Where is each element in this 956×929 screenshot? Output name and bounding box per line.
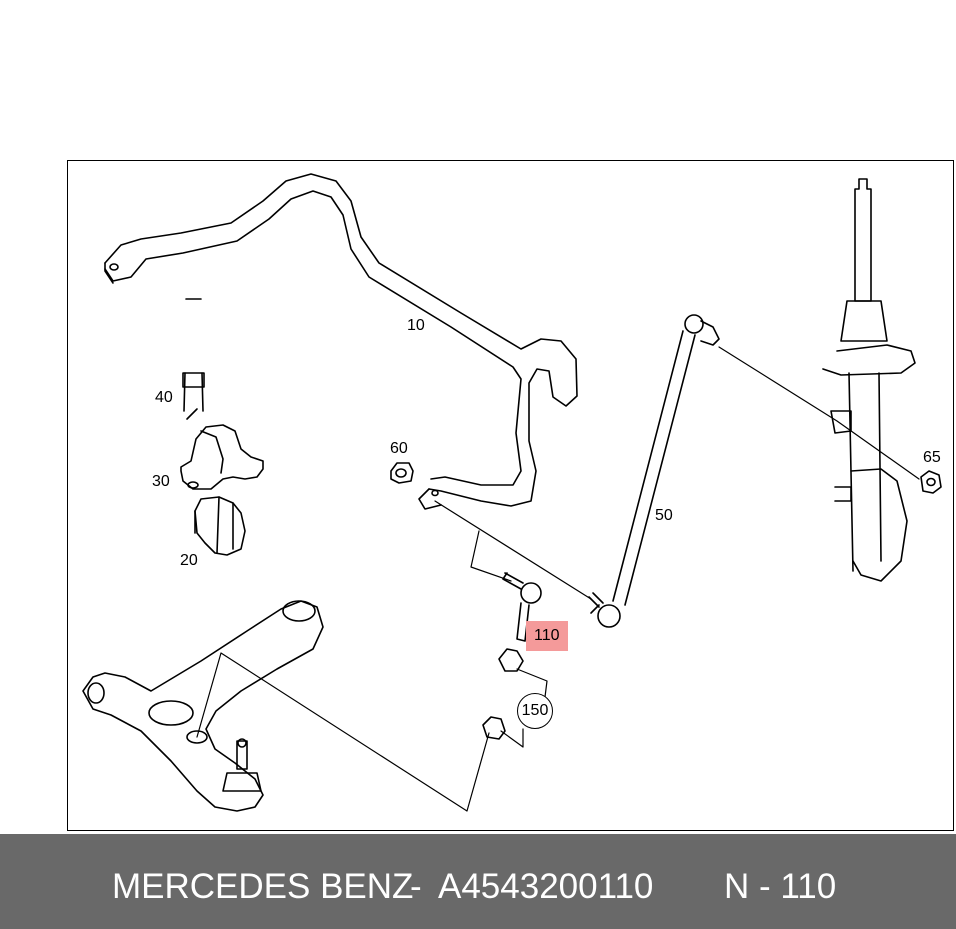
label-part-40: 40 bbox=[155, 389, 173, 406]
leader-lines bbox=[196, 346, 920, 812]
label-part-30: 30 bbox=[152, 473, 170, 490]
stabilizer-bar bbox=[104, 173, 578, 510]
label-part-20: 20 bbox=[180, 552, 198, 569]
part-number: A4543200110 bbox=[438, 867, 654, 906]
shock-absorber bbox=[822, 178, 916, 582]
bushing-150-lower bbox=[482, 716, 506, 740]
parts-diagram bbox=[82, 173, 942, 812]
link-rod bbox=[588, 314, 720, 628]
nut-60 bbox=[390, 462, 414, 484]
label-part-65: 65 bbox=[923, 449, 941, 466]
rubber-bushing bbox=[194, 496, 246, 556]
position-reference: N - 110 bbox=[724, 867, 837, 906]
label-part-50: 50 bbox=[655, 507, 673, 524]
parts-diagram-frame: 10 40 30 20 60 50 65 110 150 bbox=[67, 160, 954, 831]
label-part-60: 60 bbox=[390, 440, 408, 457]
mount-bracket bbox=[180, 298, 264, 490]
part-info-footer: MERCEDES BENZ - A4543200110 N - 110 bbox=[0, 834, 956, 929]
brand-name: MERCEDES BENZ bbox=[112, 867, 414, 906]
control-arm bbox=[82, 600, 324, 812]
label-part-150-text: 150 bbox=[521, 702, 549, 719]
footer-separator: - bbox=[410, 867, 422, 906]
label-part-150: 150 bbox=[517, 693, 553, 729]
label-part-110-highlighted[interactable]: 110 bbox=[526, 621, 568, 651]
label-part-10: 10 bbox=[407, 317, 425, 334]
bushing-150-upper bbox=[498, 648, 524, 672]
nut-65 bbox=[920, 470, 942, 494]
